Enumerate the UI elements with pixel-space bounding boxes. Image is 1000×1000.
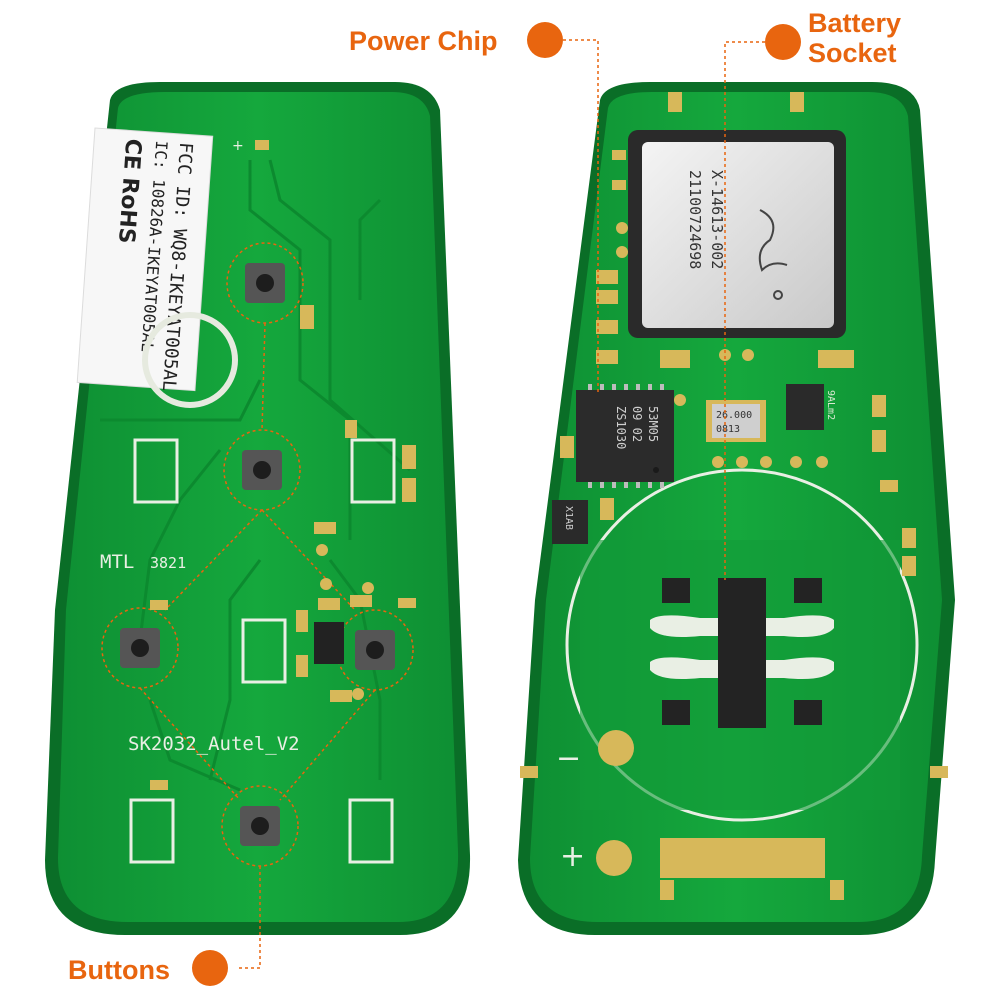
left-board: FCC ID: WQ8-IKEYAT005AL IC: 10826A-IKEYA…: [45, 82, 471, 969]
power-chip-leader: [563, 39, 599, 395]
button-bottom-cap: [251, 817, 269, 835]
diode-marking: X1AB: [563, 506, 574, 530]
left-footprints: [129, 438, 396, 864]
battery-marker: [765, 24, 801, 60]
power-chip-pins: [588, 384, 664, 488]
battery-negative-pad: [598, 730, 634, 766]
power-chip: ZS1030 09 02 53M05: [576, 384, 674, 488]
crystal-oscillator: 26.000 0813: [706, 400, 766, 442]
sticker-background: [76, 127, 214, 392]
battery-socket-label: Battery Socket: [808, 8, 901, 68]
shield-logo: [758, 209, 788, 272]
shield-serial: 21100724698: [686, 170, 704, 269]
rf-shield: X-14613-002 21100724698: [628, 130, 846, 338]
button-left[interactable]: [101, 607, 179, 689]
right-smd-parts: [520, 92, 948, 900]
socket-bar: [718, 578, 766, 728]
buttons-label: Buttons: [68, 955, 170, 985]
button-upper-middle-cap: [253, 461, 271, 479]
silk-mtl: MTL: [100, 551, 134, 573]
button-upper-middle[interactable]: [223, 429, 301, 511]
button-left-cap: [131, 639, 149, 657]
diode: X1AB: [552, 500, 588, 544]
shield-part-number: X-14613-002: [708, 170, 726, 269]
battery-label-line2: Socket: [808, 38, 897, 68]
button-connectors: [139, 322, 376, 969]
battery-leader: [724, 41, 765, 580]
battery-socket-contact[interactable]: [650, 578, 834, 728]
silk-code: 3821: [150, 554, 186, 572]
crystal-freq: 26.000: [716, 410, 752, 421]
led-silk: +: [232, 138, 244, 154]
minus-sign: −: [556, 741, 581, 776]
button-top-cap: [256, 274, 274, 292]
power-chip-marker: [527, 22, 563, 58]
small-ic-marking: 9ALm2: [825, 390, 836, 420]
crystal-code: 0813: [716, 424, 740, 435]
plus-sign: +: [560, 839, 585, 874]
chip-marking-3: 53M05: [646, 406, 660, 442]
fcc-sticker: FCC ID: WQ8-IKEYAT005AL IC: 10826A-IKEYA…: [76, 127, 214, 392]
button-top[interactable]: [226, 242, 304, 324]
left-smd-parts: [150, 305, 416, 790]
callout-leaders: [563, 39, 765, 580]
buttons-marker: [192, 950, 228, 986]
right-board: X-14613-002 21100724698 − +: [518, 82, 955, 935]
chip-marking-2: 09 02: [630, 406, 644, 442]
small-ic: 9ALm2: [786, 384, 836, 430]
chip-marking-1: ZS1030: [614, 406, 628, 449]
power-chip-label: Power Chip: [349, 26, 498, 56]
silk-model: SK2032_Autel_V2: [128, 733, 300, 755]
button-right-cap: [366, 641, 384, 659]
battery-holder-outline: [565, 468, 919, 822]
led-pad: [255, 140, 269, 150]
battery-positive-pad: [596, 840, 632, 876]
shield-dot: [773, 290, 783, 300]
battery-positive-strip: [660, 838, 825, 878]
key-ring-hole-ring: [142, 312, 238, 408]
battery-label-line1: Battery: [808, 8, 902, 38]
